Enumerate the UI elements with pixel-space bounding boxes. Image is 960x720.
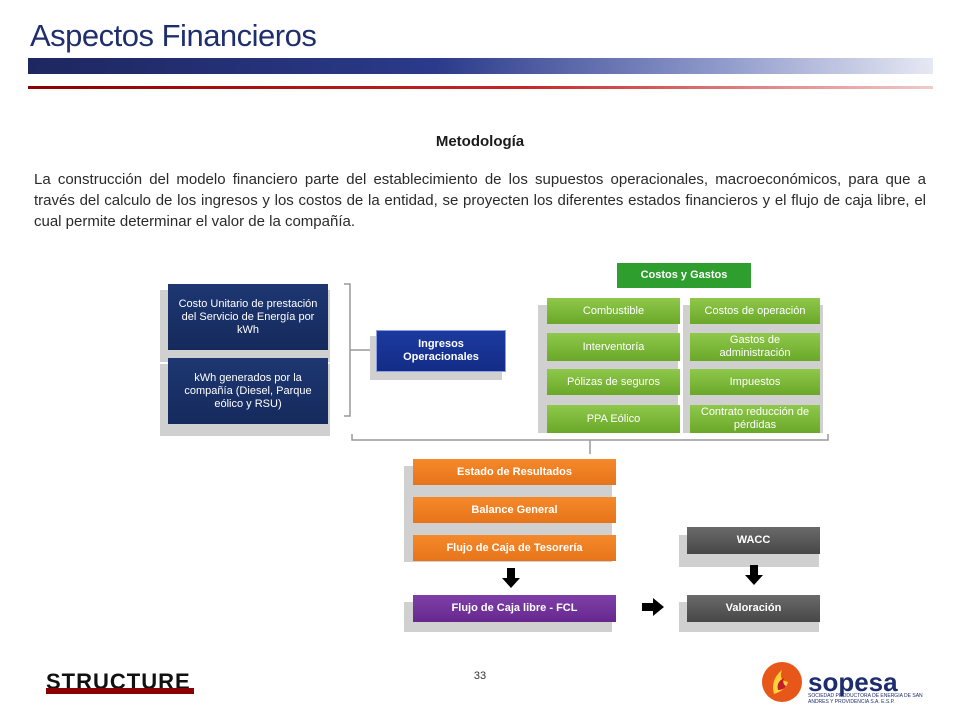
cost-item-impuestos: Impuestos (690, 369, 820, 395)
cost-item-polizas: Pólizas de seguros (547, 369, 680, 395)
cost-item-administracion: Gastos de administración (690, 333, 820, 361)
down-arrow-icon (502, 568, 520, 588)
page-title: Aspectos Financieros (30, 18, 317, 53)
right-arrow-icon (642, 598, 664, 616)
sopesa-tagline: SOCIEDAD PRODUCTORA DE ENERGIA DE SAN AN… (808, 693, 923, 705)
cost-item-interventoria: Interventoría (547, 333, 680, 361)
estado-resultados-box: Estado de Resultados (413, 459, 616, 485)
ingresos-box: Ingresos Operacionales (376, 330, 506, 372)
down-arrow-icon (745, 565, 763, 585)
costos-header-box: Costos y Gastos (617, 263, 751, 288)
flujo-tesoreria-box: Flujo de Caja de Tesorería (413, 535, 616, 561)
wacc-box: WACC (687, 527, 820, 554)
cost-item-operacion: Costos de operación (690, 298, 820, 324)
structure-logo-bar (46, 688, 194, 694)
input-kwh-box: kWh generados por la compañía (Diesel, P… (168, 358, 328, 424)
inputs-bracket (344, 283, 370, 417)
cost-item-contrato: Contrato reducción de pérdidas (690, 405, 820, 433)
sopesa-logo-text: sopesa (808, 667, 898, 697)
upper-bracket (351, 434, 829, 454)
cost-item-ppa: PPA Eólico (547, 405, 680, 433)
section-subtitle: Metodología (435, 133, 525, 150)
cost-item-combustible: Combustible (547, 298, 680, 324)
balance-general-box: Balance General (413, 497, 616, 523)
fcl-box: Flujo de Caja libre - FCL (413, 595, 616, 622)
sopesa-flame-icon (762, 662, 802, 702)
valoracion-box: Valoración (687, 595, 820, 622)
title-underline (28, 86, 933, 89)
page-number: 33 (473, 670, 487, 682)
input-cost-box: Costo Unitario de prestación del Servici… (168, 284, 328, 350)
title-band (28, 58, 933, 74)
intro-paragraph: La construcción del modelo financiero pa… (34, 171, 926, 230)
